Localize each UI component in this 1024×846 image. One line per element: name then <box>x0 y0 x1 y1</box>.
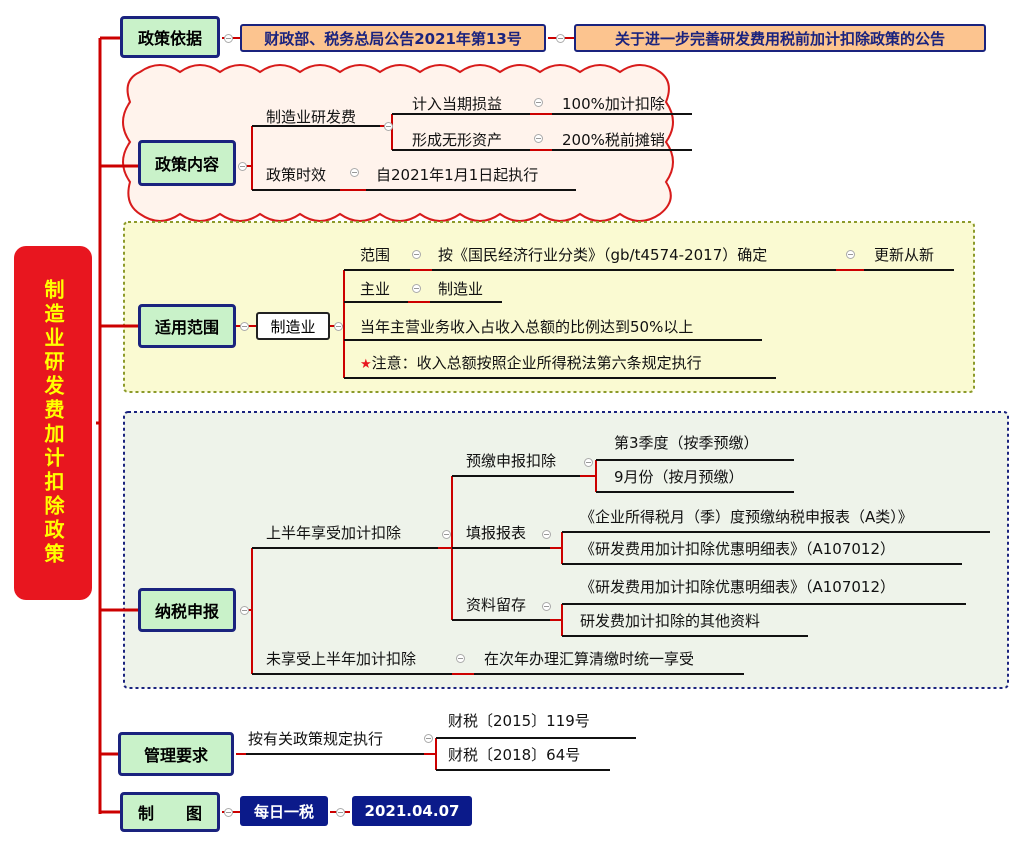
collapse-toggle-icon[interactable] <box>336 808 345 817</box>
star-icon: ★ <box>360 357 372 372</box>
node-credits-label: 制 图 <box>137 804 202 823</box>
rd-expense-label[interactable]: 制造业研发费 <box>266 108 357 126</box>
range-note[interactable]: 更新从新 <box>874 246 935 264</box>
records-label[interactable]: 资料留存 <box>466 596 527 614</box>
forms-item[interactable]: 《企业所得税月（季）度预缴纳税申报表（A类）》 <box>580 508 913 526</box>
root-title[interactable]: 制造业研发费加计扣除政策 <box>14 246 92 600</box>
node-policy-content-label: 政策内容 <box>154 155 219 174</box>
capitalized-value[interactable]: 200%税前摊销 <box>562 131 665 149</box>
notice-item[interactable]: ★注意：收入总额按照企业所得税法第六条规定执行 <box>360 354 702 372</box>
prepay-item[interactable]: 第3季度（按季预缴） <box>614 434 759 452</box>
records-item[interactable]: 研发费加计扣除的其他资料 <box>580 612 761 630</box>
management-doc[interactable]: 财税〔2015〕119号 <box>448 712 590 730</box>
collapse-toggle-icon[interactable] <box>334 322 343 331</box>
main-business-label[interactable]: 主业 <box>360 280 391 298</box>
collapse-toggle-icon[interactable] <box>238 162 247 171</box>
collapse-toggle-icon[interactable] <box>456 654 465 663</box>
root-title-text: 制造业研发费加计扣除政策 <box>41 279 65 567</box>
collapse-toggle-icon[interactable] <box>224 808 233 817</box>
industry-text: 制造业 <box>270 317 316 336</box>
node-policy-basis-label: 政策依据 <box>137 29 202 48</box>
forms-item[interactable]: 《研发费用加计扣除优惠明细表》（A107012） <box>580 540 896 558</box>
credits-date[interactable]: 2021.04.07 <box>352 796 472 826</box>
management-doc[interactable]: 财税〔2018〕64号 <box>448 746 581 764</box>
collapse-toggle-icon[interactable] <box>240 322 249 331</box>
collapse-toggle-icon[interactable] <box>224 34 233 43</box>
not-first-half-label[interactable]: 未享受上半年加计扣除 <box>266 650 417 668</box>
node-policy-basis[interactable]: 政策依据 <box>120 16 220 58</box>
collapse-toggle-icon[interactable] <box>542 530 551 539</box>
prepay-item[interactable]: 9月份（按月预缴） <box>614 468 744 486</box>
filing-area <box>123 411 1009 689</box>
node-credits[interactable]: 制 图 <box>120 792 220 832</box>
collapse-toggle-icon[interactable] <box>542 602 551 611</box>
collapse-toggle-icon[interactable] <box>240 606 249 615</box>
validity-label[interactable]: 政策时效 <box>266 166 327 184</box>
collapse-toggle-icon[interactable] <box>534 134 543 143</box>
scope-area <box>123 221 975 393</box>
records-item[interactable]: 《研发费用加计扣除优惠明细表》（A107012） <box>580 578 896 596</box>
node-industry[interactable]: 制造业 <box>256 312 330 340</box>
forms-label[interactable]: 填报报表 <box>466 524 527 542</box>
range-label[interactable]: 范围 <box>360 246 391 264</box>
validity-value[interactable]: 自2021年1月1日起执行 <box>376 166 539 184</box>
node-policy-doc-title[interactable]: 关于进一步完善研发费用税前加计扣除政策的公告 <box>574 24 986 52</box>
node-management-label: 管理要求 <box>143 746 208 765</box>
collapse-toggle-icon[interactable] <box>442 530 451 539</box>
first-half-label[interactable]: 上半年享受加计扣除 <box>266 524 402 542</box>
policy-doc-text: 财政部、税务总局公告2021年第13号 <box>264 29 522 48</box>
main-business-value[interactable]: 制造业 <box>438 280 484 298</box>
range-value[interactable]: 按《国民经济行业分类》（gb/t4574-2017）确定 <box>438 246 768 264</box>
node-scope-label: 适用范围 <box>154 318 219 337</box>
node-policy-content[interactable]: 政策内容 <box>138 140 236 186</box>
not-first-half-value[interactable]: 在次年办理汇算清缴时统一享受 <box>484 650 695 668</box>
node-scope[interactable]: 适用范围 <box>138 304 236 348</box>
collapse-toggle-icon[interactable] <box>846 250 855 259</box>
collapse-toggle-icon[interactable] <box>412 250 421 259</box>
node-policy-doc[interactable]: 财政部、税务总局公告2021年第13号 <box>240 24 546 52</box>
collapse-toggle-icon[interactable] <box>556 34 565 43</box>
collapse-toggle-icon[interactable] <box>384 122 393 131</box>
credits-date-text: 2021.04.07 <box>364 802 460 820</box>
collapse-toggle-icon[interactable] <box>534 98 543 107</box>
node-tax-filing[interactable]: 纳税申报 <box>138 588 236 632</box>
node-tax-filing-label: 纳税申报 <box>154 602 219 621</box>
collapse-toggle-icon[interactable] <box>350 168 359 177</box>
expensed-value[interactable]: 100%加计扣除 <box>562 95 665 113</box>
management-rule[interactable]: 按有关政策规定执行 <box>248 730 384 748</box>
notice-text: 注意：收入总额按照企业所得税法第六条规定执行 <box>371 354 702 372</box>
prepay-label[interactable]: 预缴申报扣除 <box>466 452 557 470</box>
capitalized-label[interactable]: 形成无形资产 <box>412 131 503 149</box>
policy-doc-title-text: 关于进一步完善研发费用税前加计扣除政策的公告 <box>614 29 945 48</box>
credits-author-text: 每日一税 <box>253 802 314 821</box>
collapse-toggle-icon[interactable] <box>424 734 433 743</box>
node-management[interactable]: 管理要求 <box>118 732 234 776</box>
expensed-label[interactable]: 计入当期损益 <box>412 95 503 113</box>
collapse-toggle-icon[interactable] <box>584 458 593 467</box>
collapse-toggle-icon[interactable] <box>412 284 421 293</box>
credits-author[interactable]: 每日一税 <box>240 796 328 826</box>
ratio-text[interactable]: 当年主营业务收入占收入总额的比例达到50%以上 <box>360 318 694 336</box>
